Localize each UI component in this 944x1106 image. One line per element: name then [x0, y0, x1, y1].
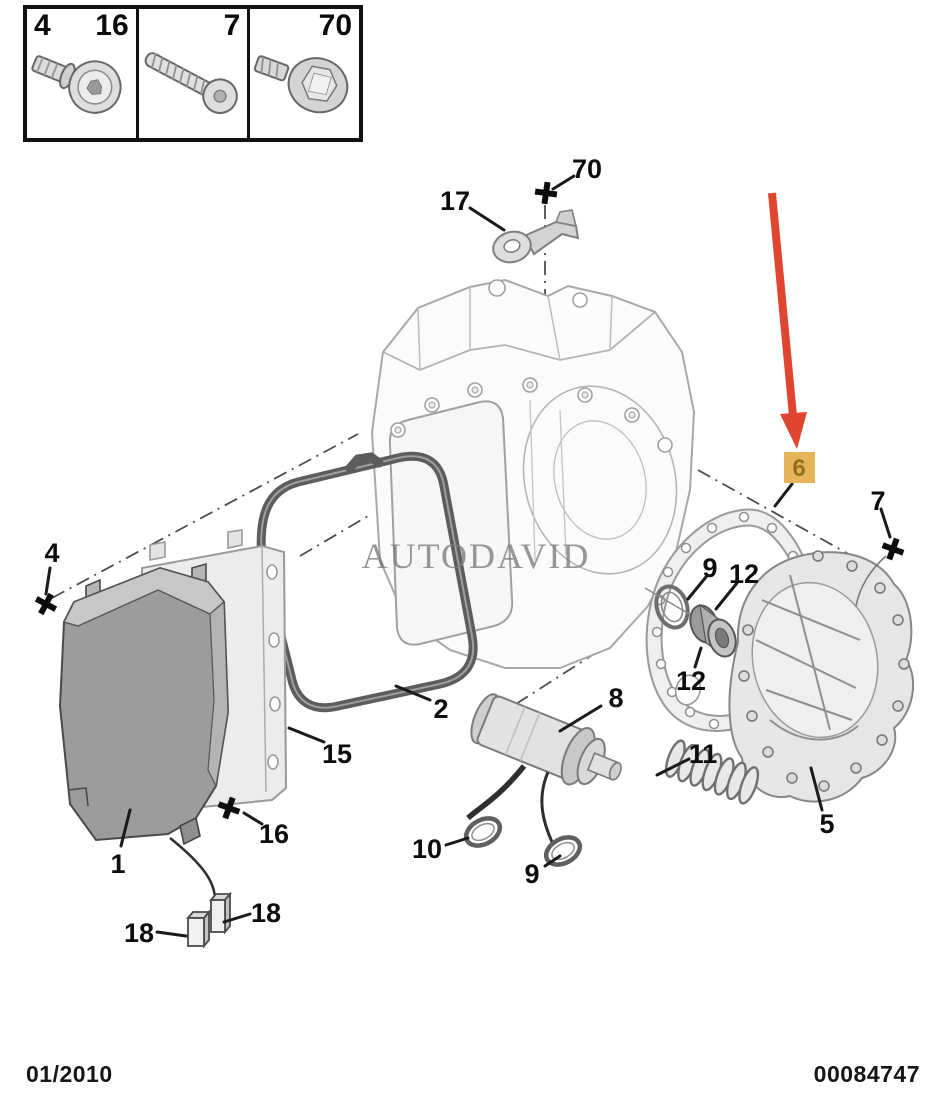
legend-ref-label-16: 16 [95, 9, 129, 42]
pointer-arrow [768, 192, 807, 449]
callout-18-left: 18 [124, 918, 154, 948]
callout-15: 15 [322, 739, 352, 769]
part-1-cover [58, 562, 230, 846]
callout-6: 6 [792, 455, 805, 482]
self-tapping-screw-icon [144, 52, 238, 114]
legend-ref-label-7: 7 [223, 9, 241, 42]
part-18-magnet-left [186, 909, 211, 949]
callout-18-right: 18 [251, 898, 281, 928]
callout-9-mid: 9 [702, 553, 717, 583]
hose-to-oring-10 [466, 764, 527, 821]
line-to-magnets [169, 837, 217, 903]
callout-12-top: 12 [729, 559, 759, 589]
callout-2: 2 [433, 694, 448, 724]
callout-17: 17 [440, 186, 470, 216]
fastener-legend: 4 16 7 [23, 5, 363, 142]
watermark-text: AUTODAVID [362, 536, 591, 576]
callout-10: 10 [412, 834, 442, 864]
part-9-seal-ring [654, 584, 690, 630]
callout-8: 8 [608, 683, 623, 713]
callout-9-bottom: 9 [524, 859, 539, 889]
hex-flange-bolt-icon [254, 55, 349, 114]
callout-12-bottom: 12 [676, 666, 706, 696]
callout-70: 70 [572, 154, 602, 184]
part-5-end-cover [728, 550, 915, 803]
callout-7: 7 [870, 486, 885, 516]
part-17-bracket [492, 209, 580, 264]
legend-cell-2: 7 [139, 9, 251, 138]
legend-ref-label-70: 70 [318, 9, 353, 42]
part-10-oring [463, 816, 503, 848]
legend-cell-3: 70 [250, 9, 359, 138]
callout-1: 1 [110, 849, 125, 879]
part-8-filter [470, 693, 622, 786]
part-12-bushing [689, 603, 737, 658]
footer-doc-number: 00084747 [813, 1061, 920, 1087]
pointer-arrow-shaft [768, 192, 797, 417]
part-9-oring [543, 835, 583, 867]
callout-16: 16 [259, 819, 289, 849]
callout-labels: 17 70 4 2 15 16 1 18 18 8 11 10 9 9 12 1… [44, 154, 885, 948]
part-11-spring [664, 739, 760, 805]
fastener-mark-70 [533, 180, 559, 206]
callout-5: 5 [819, 809, 834, 839]
torx-pan-screw-icon [31, 55, 122, 114]
footer-date: 01/2010 [26, 1061, 113, 1087]
gearbox-housing [370, 278, 696, 669]
part-2-gasket-ring [256, 451, 478, 713]
highlight-box-6 [784, 452, 815, 483]
callout-11: 11 [689, 739, 718, 769]
legend-corner-label-4: 4 [34, 9, 51, 42]
pointer-arrow-head [780, 412, 807, 449]
part-18-magnet-right [209, 891, 232, 935]
hose-to-oring-9 [540, 771, 554, 843]
legend-cell-1: 4 16 [27, 9, 139, 138]
callout-leader-lines [44, 174, 892, 938]
callout-4: 4 [44, 538, 59, 568]
